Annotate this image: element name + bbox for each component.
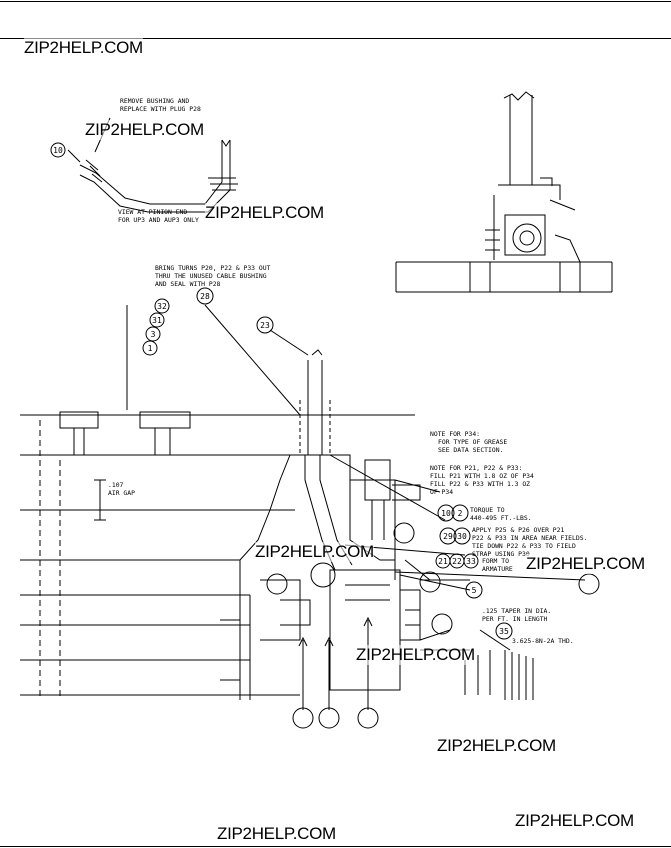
note-form-2: ARMATURE bbox=[482, 565, 513, 573]
note-air-gap-1: .107 bbox=[108, 481, 124, 489]
header-rule bbox=[0, 38, 671, 39]
note-grease-2: FOR TYPE OF GREASE bbox=[438, 438, 507, 446]
callout-21: 21 bbox=[438, 557, 448, 566]
watermark-1: ZIP2HELP.COM bbox=[85, 120, 204, 140]
callout-32: 32 bbox=[157, 302, 167, 311]
callout-5: 5 bbox=[472, 586, 477, 595]
note-taper-1: .125 TAPER IN DIA. bbox=[482, 607, 551, 615]
bottom-rule bbox=[0, 846, 671, 847]
note-apply-2: P22 & P33 IN AREA NEAR FIELDS. bbox=[472, 534, 587, 542]
callout-31: 31 bbox=[152, 316, 162, 325]
note-form-1: FORM TO bbox=[482, 557, 509, 565]
note-fill-4: OF P34 bbox=[430, 488, 453, 496]
note-torque-1: TORQUE TO bbox=[470, 506, 505, 514]
pinion-end-view bbox=[67, 117, 238, 213]
note-bring-turns-2: THRU THE UNUSED CABLE BUSHING bbox=[155, 272, 267, 280]
note-apply-3: TIE DOWN P22 & P33 TO FIELD bbox=[472, 542, 576, 550]
note-view-pinion-2: FOR UP3 AND AUP3 ONLY bbox=[118, 216, 199, 224]
watermark-3: ZIP2HELP.COM bbox=[255, 542, 374, 562]
watermark-6: ZIP2HELP.COM bbox=[437, 736, 556, 756]
callout-29: 29 bbox=[443, 532, 453, 541]
callout-30: 30 bbox=[457, 532, 467, 541]
callout-22: 22 bbox=[452, 557, 462, 566]
callout-10b: 10 bbox=[441, 509, 451, 518]
note-apply-1: APPLY P25 & P26 OVER P21 bbox=[472, 526, 564, 534]
note-bring-turns-3: AND SEAL WITH P28 bbox=[155, 280, 221, 288]
watermark-4: ZIP2HELP.COM bbox=[526, 554, 645, 574]
watermark-8: ZIP2HELP.COM bbox=[217, 824, 336, 844]
note-fill-1: NOTE FOR P21, P22 & P33: bbox=[430, 464, 522, 472]
callout-10a: 10 bbox=[53, 146, 63, 155]
callout-2: 2 bbox=[458, 509, 463, 518]
note-torque-2: 440-495 FT.-LBS. bbox=[470, 514, 532, 522]
main-section bbox=[20, 304, 586, 710]
callout-28: 28 bbox=[200, 292, 210, 301]
note-remove-bushing-2: REPLACE WITH PLUG P28 bbox=[120, 105, 201, 113]
callout-23: 23 bbox=[260, 321, 270, 330]
note-grease-3: SEE DATA SECTION. bbox=[438, 446, 503, 454]
watermark-7: ZIP2HELP.COM bbox=[515, 811, 634, 831]
note-fill-2: FILL P21 WITH 1.8 OZ OF P34 bbox=[430, 472, 534, 480]
note-remove-bushing-1: REMOVE BUSHING AND bbox=[120, 97, 189, 105]
note-thread: 3.625-8N-2A THD. bbox=[512, 637, 574, 645]
watermark-5: ZIP2HELP.COM bbox=[356, 645, 475, 665]
note-apply-4: STRAP USING P30 bbox=[472, 550, 530, 558]
callout-1: 1 bbox=[148, 344, 153, 353]
note-fill-3: FILL P22 & P33 WITH 1.3 OZ bbox=[430, 480, 530, 488]
note-taper-2: PER FT. IN LENGTH bbox=[482, 615, 548, 623]
callout-circles bbox=[50, 142, 600, 729]
note-view-pinion-1: VIEW AT PINION END bbox=[118, 208, 187, 216]
callout-3: 3 bbox=[151, 330, 156, 339]
callout-labels: 10 28 23 32 31 3 1 10 2 29 30 21 22 33 5… bbox=[53, 146, 509, 636]
top-right-detail bbox=[395, 91, 613, 293]
note-bring-turns-1: BRING TURNS P20, P22 & P33 OUT bbox=[155, 264, 271, 272]
note-air-gap-2: AIR GAP bbox=[108, 489, 135, 497]
watermark-header: ZIP2HELP.COM bbox=[24, 38, 143, 58]
drawing-notes: REMOVE BUSHING AND REPLACE WITH PLUG P28… bbox=[108, 97, 587, 645]
watermark-2: ZIP2HELP.COM bbox=[205, 203, 324, 223]
callout-35: 35 bbox=[499, 627, 509, 636]
callout-33: 33 bbox=[466, 557, 476, 566]
top-rule bbox=[0, 1, 671, 2]
note-grease-1: NOTE FOR P34: bbox=[430, 430, 480, 438]
